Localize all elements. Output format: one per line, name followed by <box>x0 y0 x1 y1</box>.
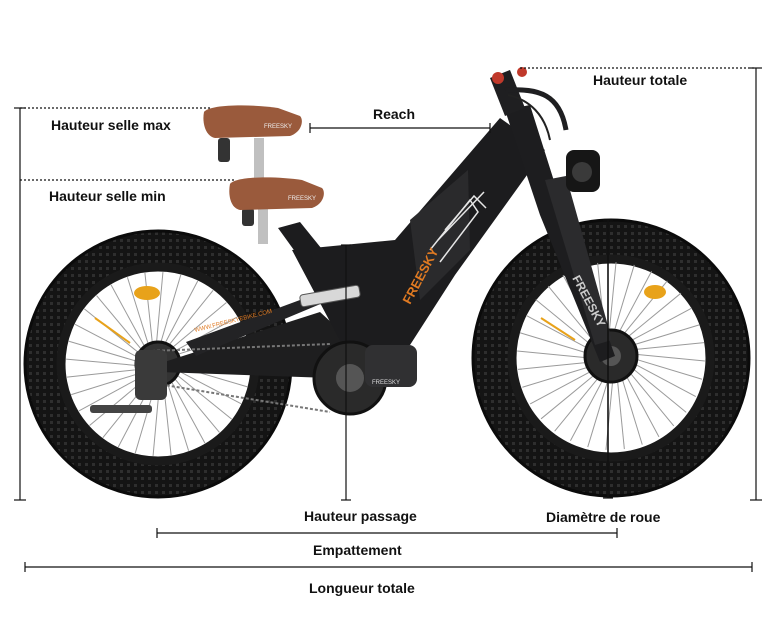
spoke <box>96 295 149 358</box>
spoke <box>157 274 182 353</box>
saddle-max: FREESKY <box>203 105 302 196</box>
front-reflector <box>644 285 666 299</box>
handlebar <box>504 87 569 131</box>
label-saddle-max: Hauteur selle max <box>51 117 171 133</box>
label-standover-height: Hauteur passage <box>304 508 417 524</box>
spoke <box>84 308 148 360</box>
spoke <box>155 272 164 353</box>
spoke <box>66 368 147 378</box>
label-wheel-diameter: Diamètre de roue <box>546 509 661 525</box>
spoke <box>164 373 190 451</box>
saddle-min-brand: FREESKY <box>288 196 316 202</box>
spoke <box>166 372 206 444</box>
front-wheel <box>471 218 751 498</box>
spoke <box>162 290 214 354</box>
spoke <box>159 280 199 353</box>
dimension-lines <box>14 67 762 572</box>
rear-reflector <box>134 286 160 300</box>
saddle-min: FREESKY <box>229 177 324 244</box>
motor-brand-text: FREESKY <box>372 380 400 386</box>
label-reach: Reach <box>373 106 416 122</box>
label-saddle-min: Hauteur selle min <box>49 188 166 204</box>
spoke <box>110 284 150 356</box>
spoke <box>168 368 232 420</box>
saddle-max-brand: FREESKY <box>264 124 292 130</box>
label-total-height: Hauteur totale <box>593 72 688 88</box>
spoke <box>167 370 220 433</box>
label-total-length: Longueur totale <box>309 580 415 596</box>
spoke <box>68 340 147 365</box>
spoke <box>164 302 227 355</box>
label-wheelbase: Empattement <box>313 542 402 558</box>
spoke <box>126 277 152 355</box>
spoke <box>74 323 147 363</box>
spoke <box>66 358 147 367</box>
